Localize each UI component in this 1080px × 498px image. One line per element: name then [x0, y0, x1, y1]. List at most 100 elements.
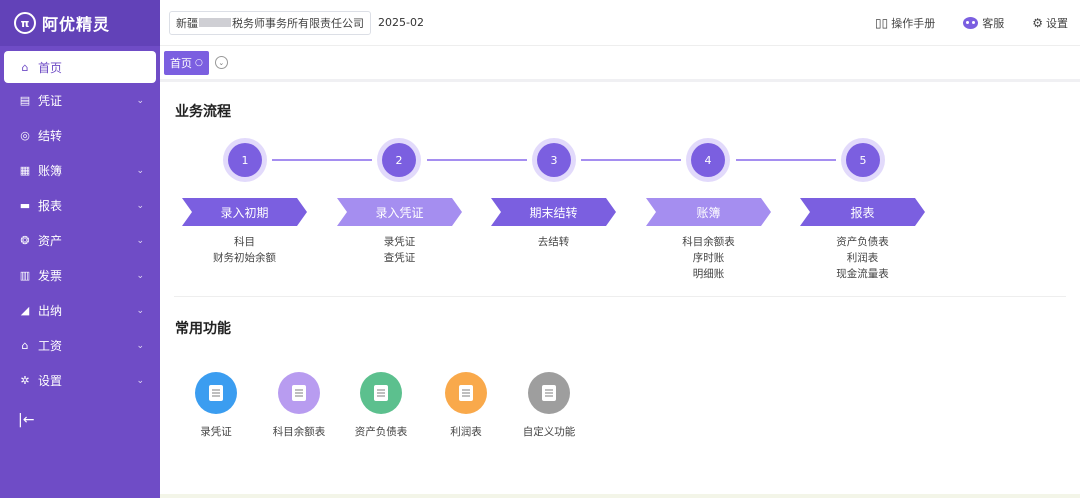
refresh-icon[interactable]: ○ [195, 57, 203, 68]
income-statement-icon [445, 372, 487, 414]
app-logo[interactable]: π 阿优精灵 [0, 0, 160, 46]
sidebar-item-label: 资产 [38, 234, 63, 248]
func-income-statement[interactable]: 利润表 [428, 372, 504, 439]
service-label: 客服 [982, 16, 1005, 30]
sidebar-item-voucher[interactable]: ▤ 凭证 ⌄ [0, 83, 160, 118]
step-voucher-entry[interactable]: 录入凭证 [337, 198, 462, 226]
chevron-down-icon: ⌄ [136, 340, 144, 351]
sidebar-item-label: 结转 [38, 129, 63, 143]
sidebar-item-settings[interactable]: ✲ 设置 ⌄ [0, 363, 160, 398]
link-account-balance[interactable]: 科目余额表 [682, 236, 735, 248]
link-enter-voucher[interactable]: 录凭证 [383, 236, 416, 248]
sidebar-item-label: 首页 [38, 60, 63, 75]
sidebar-item-assets[interactable]: ❂ 资产 ⌄ [0, 223, 160, 258]
service-button[interactable]: 客服 [963, 15, 1004, 31]
gear-icon: ✲ [20, 374, 30, 387]
gear-icon: ⚙ [1032, 15, 1043, 30]
sidebar-item-carryover[interactable]: ◎ 结转 [0, 118, 160, 153]
voucher-icon [195, 372, 237, 414]
link-detail-ledger[interactable]: 明细账 [692, 268, 725, 280]
book-icon: ▯▯ [875, 15, 889, 30]
settings-label: 设置 [1046, 16, 1068, 30]
company-name-prefix: 新疆 [176, 16, 198, 30]
func-account-balance[interactable]: 科目余额表 [261, 372, 337, 439]
step-links: 去结转 [491, 234, 616, 250]
manual-label: 操作手册 [891, 16, 936, 30]
workflow-title: 业务流程 [175, 104, 231, 120]
step-connector [272, 159, 372, 161]
common-functions-title: 常用功能 [175, 321, 231, 337]
link-journal[interactable]: 序时账 [692, 252, 725, 264]
invoice-icon: ▥ [19, 269, 31, 282]
sidebar-item-reports[interactable]: ▬ 报表 ⌄ [0, 188, 160, 223]
payroll-icon: ⌂ [21, 339, 29, 352]
home-icon: ⌂ [21, 60, 29, 74]
asset-icon: ❂ [20, 234, 30, 247]
balance-sheet-icon [360, 372, 402, 414]
chevron-down-icon: ⌄ [136, 270, 144, 281]
app-name: 阿优精灵 [42, 15, 111, 34]
link-balance-sheet[interactable]: 资产负债表 [836, 236, 889, 248]
link-cash-flow[interactable]: 现金流量表 [836, 268, 889, 280]
sidebar-item-home[interactable]: ⌂ 首页 [4, 51, 156, 83]
step-links: 科目 财务初始余额 [182, 234, 307, 266]
func-label: 自定义功能 [522, 426, 576, 438]
chevron-down-icon: ⌄ [136, 305, 144, 316]
step-number: 4 [691, 143, 725, 177]
sidebar-item-ledger[interactable]: ▦ 账簿 ⌄ [0, 153, 160, 188]
top-header: 新疆 税务师事务所有限责任公司 ⌄ 2025-02 ▯▯ 操作手册 客服 ⚙ 设… [160, 0, 1080, 46]
bottom-strip [160, 494, 1080, 498]
step-connector [427, 159, 527, 161]
step-links: 录凭证 查凭证 [337, 234, 462, 266]
sidebar-item-payroll[interactable]: ⌂ 工资 ⌄ [0, 328, 160, 363]
step-number: 5 [846, 143, 880, 177]
main-content: 业务流程 1 2 3 4 5 录入初期 录入凭证 期末结转 账簿 报表 科目 财… [160, 85, 1080, 498]
edit-icon [528, 372, 570, 414]
func-label: 科目余额表 [272, 426, 326, 438]
sidebar-item-label: 报表 [38, 199, 63, 213]
chevron-down-icon: ⌄ [354, 17, 362, 28]
sidebar-nav: ⌂ 首页 ▤ 凭证 ⌄ ◎ 结转 ▦ 账簿 ⌄ ▬ 报表 ⌄ ❂ 资产 ⌄ ▥ [0, 51, 160, 398]
sidebar-item-label: 出纳 [38, 304, 63, 318]
company-select[interactable]: 新疆 税务师事务所有限责任公司 ⌄ [169, 10, 371, 35]
link-income-statement[interactable]: 利润表 [846, 252, 879, 264]
step-initial-entry[interactable]: 录入初期 [182, 198, 307, 226]
link-accounts[interactable]: 科目 [234, 236, 255, 248]
func-custom[interactable]: 自定义功能 [511, 372, 587, 439]
balance-book-icon [278, 372, 320, 414]
sidebar-item-invoice[interactable]: ▥ 发票 ⌄ [0, 258, 160, 293]
settings-button[interactable]: ⚙ 设置 [1032, 15, 1068, 31]
func-label: 录凭证 [200, 426, 232, 438]
accounting-period[interactable]: 2025-02 [378, 16, 424, 29]
step-links: 资产负债表 利润表 现金流量表 [800, 234, 925, 282]
tab-bar: 首页 ○ ⌄ [160, 46, 1080, 82]
section-divider [174, 296, 1066, 297]
func-label: 资产负债表 [354, 426, 408, 438]
func-balance-sheet[interactable]: 资产负债表 [343, 372, 419, 439]
redacted-text [199, 18, 231, 27]
step-connector [736, 159, 836, 161]
step-period-close[interactable]: 期末结转 [491, 198, 616, 226]
voucher-icon: ▤ [19, 94, 31, 107]
chevron-down-icon: ⌄ [136, 165, 144, 176]
step-number: 3 [537, 143, 571, 177]
tab-more-icon[interactable]: ⌄ [214, 56, 228, 69]
sidebar-item-cashier[interactable]: ◢ 出纳 ⌄ [0, 293, 160, 328]
func-enter-voucher[interactable]: 录凭证 [178, 372, 254, 439]
wallet-icon: ◢ [20, 304, 30, 317]
step-reports[interactable]: 报表 [800, 198, 925, 226]
chevron-down-icon: ⌄ [136, 95, 144, 106]
chevron-down-icon: ⌄ [136, 200, 144, 211]
sidebar: π 阿优精灵 ⌂ 首页 ▤ 凭证 ⌄ ◎ 结转 ▦ 账簿 ⌄ ▬ 报表 ⌄ ❂ … [0, 0, 160, 498]
link-go-carryover[interactable]: 去结转 [537, 236, 570, 248]
manual-button[interactable]: ▯▯ 操作手册 [875, 15, 935, 31]
step-links: 科目余额表 序时账 明细账 [646, 234, 771, 282]
tab-label: 首页 [170, 56, 192, 70]
step-ledger[interactable]: 账簿 [646, 198, 771, 226]
collapse-sidebar-icon[interactable]: |← [18, 412, 35, 428]
link-query-voucher[interactable]: 查凭证 [383, 252, 416, 264]
tab-home[interactable]: 首页 ○ [164, 50, 209, 75]
sidebar-item-label: 工资 [38, 339, 63, 353]
link-initial-balance[interactable]: 财务初始余额 [213, 252, 276, 264]
company-name-suffix: 税务师事务所有限责任公司 [232, 16, 364, 30]
